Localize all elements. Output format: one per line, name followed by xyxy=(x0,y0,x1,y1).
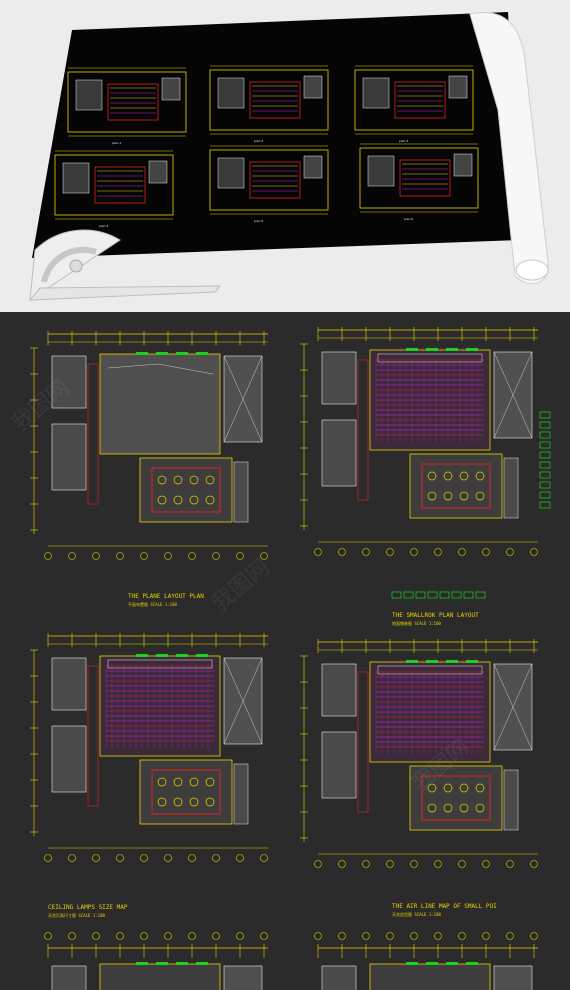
preview-sheet: plan 2 xyxy=(209,65,329,143)
legend-box xyxy=(539,411,551,419)
floor-plan xyxy=(300,639,538,868)
preview-sheet: plan 3 xyxy=(354,65,474,143)
legend-box xyxy=(539,431,551,439)
preview-sheet: plan 4 xyxy=(54,150,174,228)
caption-ceiling-lamps: CEILING LAMPS SIZE MAP xyxy=(48,904,128,911)
svg-text:plan 6: plan 6 xyxy=(404,217,413,221)
subcaption-air-line: 天花造型图 SCALE 1:100 xyxy=(392,911,441,917)
legend-box xyxy=(415,591,426,599)
caption-air-line: THE AIR LINE MAP OF SMALL POI xyxy=(392,903,497,910)
watermark: 我图网 xyxy=(208,555,275,617)
svg-text:plan 2: plan 2 xyxy=(254,139,263,143)
cad-drawings-area: 我图网我图网我图网 THE PLANE LAYOUT PLAN 平面布置图 SC… xyxy=(0,312,570,990)
legend-box xyxy=(539,461,551,469)
floor-plan xyxy=(30,331,268,560)
legend-box xyxy=(539,481,551,489)
legend-box xyxy=(451,591,462,599)
svg-text:plan 3: plan 3 xyxy=(399,139,408,143)
subcaption-ceiling-lamps: 天花灯具尺寸图 SCALE 1:100 xyxy=(48,912,105,918)
legend-box xyxy=(391,591,402,599)
floor-plan-partial xyxy=(44,932,268,990)
preview-sheet: plan 5 xyxy=(209,145,329,223)
preview-sheet: plan 6 xyxy=(359,143,479,221)
legend-box xyxy=(439,591,450,599)
preview-illustration: plan 1 plan 2 plan 3 plan 4 plan 5 plan 6 xyxy=(28,12,549,302)
legend-box xyxy=(539,441,551,449)
preview-sheet: plan 1 xyxy=(67,67,187,145)
caption-smallrok-layout: THE SMALLROK PLAN LAYOUT xyxy=(392,612,479,619)
legend-box xyxy=(539,421,551,429)
legend-box xyxy=(427,591,438,599)
caption-plane-layout: THE PLANE LAYOUT PLAN xyxy=(128,593,204,600)
floor-plan xyxy=(300,327,538,556)
subcaption-plane-layout: 平面布置图 SCALE 1:100 xyxy=(128,601,177,607)
legend-box xyxy=(475,591,486,599)
legend-box xyxy=(539,451,551,459)
svg-text:plan 1: plan 1 xyxy=(112,141,121,145)
legend-box xyxy=(539,491,551,499)
floor-plan-partial xyxy=(314,932,538,990)
preview-area: plan 1 plan 2 plan 3 plan 4 plan 5 plan 6 xyxy=(0,0,570,312)
subcaption-smallrok-layout: 地面铺装图 SCALE 1:100 xyxy=(392,620,441,626)
floor-plan xyxy=(30,633,268,862)
legend-box xyxy=(539,501,551,509)
legend-box xyxy=(403,591,414,599)
svg-text:plan 4: plan 4 xyxy=(99,224,108,228)
legend-box xyxy=(539,471,551,479)
svg-text:plan 5: plan 5 xyxy=(254,219,263,223)
legend-box xyxy=(463,591,474,599)
